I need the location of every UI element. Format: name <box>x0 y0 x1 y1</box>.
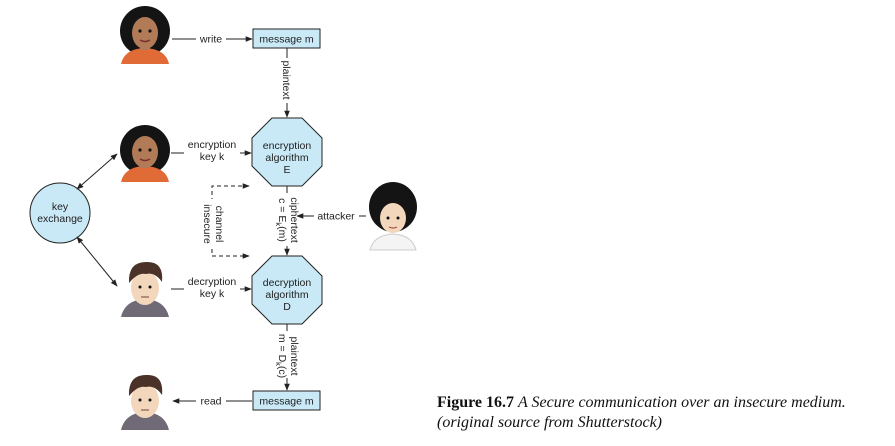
decryption-key-label-1: decryption <box>188 276 237 288</box>
encryption-label-2: algorithm <box>265 152 308 164</box>
message-bottom-label: message m <box>259 396 314 408</box>
encryption-label-3: E <box>283 164 290 176</box>
message-bottom-node: message m <box>252 390 321 411</box>
cipher-formula: c = Ek(m) <box>274 198 288 242</box>
sender-top-avatar <box>120 6 170 64</box>
decryption-algorithm-node: decryption algorithm D <box>251 255 323 325</box>
receiver-bottom-avatar <box>121 374 169 430</box>
read-label: read <box>200 396 221 408</box>
decryption-key-label-2: key k <box>200 288 225 300</box>
plain-formula-tail: (c) <box>276 366 288 378</box>
message-top-node: message m <box>252 28 321 49</box>
plaintext-bottom-label: plaintext <box>288 336 300 375</box>
cipher-formula-sub: k <box>274 222 283 226</box>
attacker-label: attacker <box>317 211 355 223</box>
ciphertext-label: ciphertext <box>288 197 300 243</box>
key-exchange-label-2: exchange <box>37 213 83 225</box>
sender-avatar <box>120 125 170 182</box>
caption-text: A Secure communication over an insecure … <box>437 394 846 431</box>
key-exchange-node: key exchange <box>29 182 91 244</box>
write-label: write <box>199 34 222 46</box>
plain-formula-sub: k <box>274 362 283 366</box>
key-exchange-label-1: key <box>52 201 69 213</box>
insecure-channel-label-2: channel <box>213 206 225 243</box>
cipher-formula-main: c = E <box>276 198 288 222</box>
decryption-label-1: decryption <box>263 277 312 289</box>
attacker-avatar <box>369 182 417 251</box>
figure-caption: Figure 16.7 A Secure communication over … <box>437 393 887 433</box>
caption-label: Figure 16.7 <box>437 394 515 411</box>
decryption-label-2: algorithm <box>265 289 308 301</box>
message-top-label: message m <box>259 34 314 46</box>
encryption-key-label-1: encryption <box>188 139 237 151</box>
plaintext-top-label: plaintext <box>280 60 292 99</box>
encryption-algorithm-node: encryption algorithm E <box>251 117 323 187</box>
plain-formula-main: m = D <box>276 334 288 363</box>
plain-formula: m = Dk(c) <box>274 334 288 378</box>
cipher-formula-tail: (m) <box>276 226 288 242</box>
encryption-key-label-2: key k <box>200 151 225 163</box>
insecure-channel-label-1: insecure <box>201 204 213 244</box>
decryption-label-3: D <box>283 301 291 313</box>
receiver-avatar <box>121 261 169 317</box>
encryption-label-1: encryption <box>263 140 312 152</box>
